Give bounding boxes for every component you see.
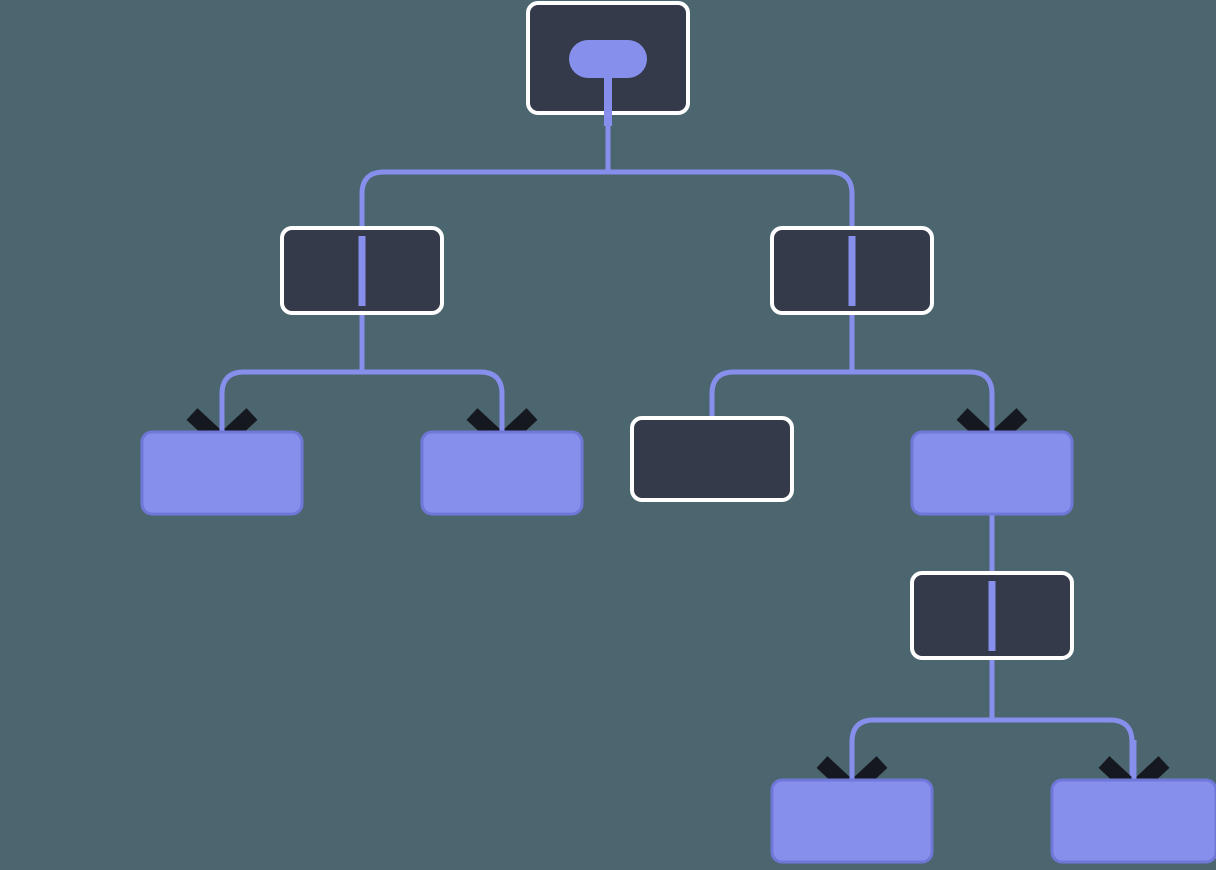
node-body-purple[interactable] xyxy=(1050,778,1216,864)
node-glyph-pill xyxy=(569,40,647,78)
node-n1[interactable] xyxy=(280,226,444,315)
node-glyph-bar xyxy=(848,236,856,306)
node-glyph-bar xyxy=(358,236,366,306)
node-body-purple[interactable] xyxy=(420,430,584,516)
node-body-purple[interactable] xyxy=(770,778,934,864)
node-body-dark[interactable] xyxy=(630,416,794,502)
node-glyph-bar xyxy=(988,581,996,651)
node-n8[interactable] xyxy=(770,778,934,864)
node-n6[interactable] xyxy=(910,430,1074,516)
edge-layer xyxy=(219,113,1135,780)
node-n7[interactable] xyxy=(910,571,1074,660)
node-n5[interactable] xyxy=(630,416,794,502)
node-n4[interactable] xyxy=(420,430,584,516)
node-body-purple[interactable] xyxy=(910,430,1074,516)
node-glyph-stem xyxy=(604,40,612,126)
node-body-purple[interactable] xyxy=(140,430,304,516)
node-n3[interactable] xyxy=(140,430,304,516)
node-n2[interactable] xyxy=(770,226,934,315)
edge-n2-to-n5 xyxy=(709,313,855,418)
node-layer xyxy=(140,1,1216,864)
edge-n0-to-n2 xyxy=(605,113,855,228)
node-n9[interactable] xyxy=(1050,778,1216,864)
node-n0[interactable] xyxy=(526,1,690,126)
